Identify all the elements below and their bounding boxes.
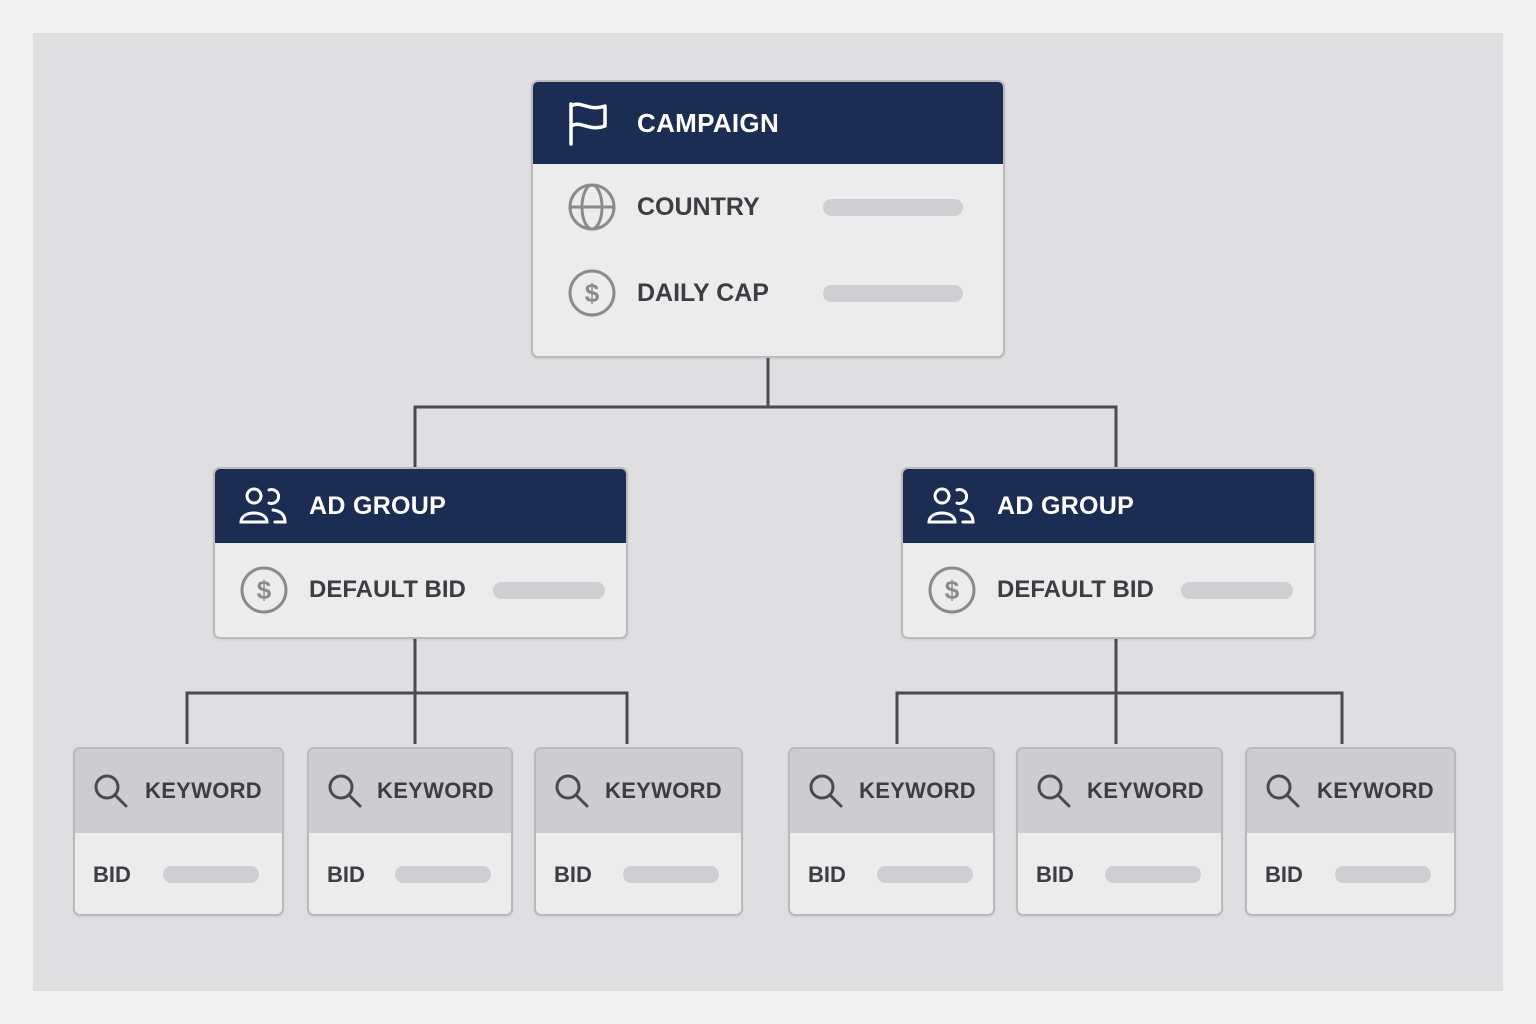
ad-group-card[interactable]: AD GROUP $ DEFAULT BID	[901, 467, 1316, 639]
campaign-header: CAMPAIGN	[533, 82, 1003, 164]
keyword-title: KEYWORD	[1317, 778, 1434, 803]
ad-group-header: AD GROUP	[215, 469, 626, 543]
keyword-field-bid: BID	[309, 833, 511, 914]
users-icon	[239, 486, 287, 526]
keyword-card[interactable]: KEYWORD BID	[534, 747, 743, 916]
bid-value-placeholder	[877, 866, 973, 883]
users-icon	[927, 486, 975, 526]
default-bid-label: DEFAULT BID	[309, 576, 466, 603]
bid-label: BID	[808, 861, 846, 887]
ad-group-field-default-bid: $ DEFAULT BID	[215, 543, 626, 637]
connector-campaign-branch	[413, 405, 1118, 468]
connector-adgroup2-branch	[895, 691, 1344, 744]
keyword-field-bid: BID	[1247, 833, 1454, 914]
keyword-card[interactable]: KEYWORD BID	[788, 747, 995, 916]
svg-text:$: $	[257, 575, 272, 605]
keyword-field-bid: BID	[75, 833, 282, 914]
keyword-header: KEYWORD	[790, 749, 993, 833]
bid-label: BID	[554, 861, 592, 887]
bid-label: BID	[327, 861, 365, 887]
keyword-title: KEYWORD	[1087, 778, 1204, 803]
default-bid-label: DEFAULT BID	[997, 576, 1154, 603]
keyword-header: KEYWORD	[536, 749, 741, 833]
daily-cap-label: DAILY CAP	[637, 278, 769, 307]
search-icon	[1265, 773, 1301, 809]
default-bid-value-placeholder	[493, 581, 605, 599]
keyword-header: KEYWORD	[1247, 749, 1454, 833]
bid-label: BID	[93, 861, 131, 887]
keyword-field-bid: BID	[1018, 833, 1221, 914]
keyword-field-bid: BID	[790, 833, 993, 914]
search-icon	[327, 773, 363, 809]
bid-value-placeholder	[1335, 866, 1431, 883]
ad-group-title: AD GROUP	[997, 491, 1135, 520]
search-icon	[554, 773, 590, 809]
keyword-card[interactable]: KEYWORD BID	[307, 747, 513, 916]
bid-value-placeholder	[623, 866, 719, 883]
svg-text:$: $	[945, 575, 960, 605]
search-icon	[93, 773, 129, 809]
daily-cap-value-placeholder	[823, 284, 963, 302]
ad-group-field-default-bid: $ DEFAULT BID	[903, 543, 1314, 637]
keyword-title: KEYWORD	[859, 778, 976, 803]
keyword-header: KEYWORD	[75, 749, 282, 833]
dollar-icon: $	[567, 268, 617, 318]
svg-text:$: $	[585, 278, 600, 308]
keyword-title: KEYWORD	[605, 778, 722, 803]
campaign-field-daily-cap: $ DAILY CAP	[533, 250, 1003, 336]
bid-label: BID	[1036, 861, 1074, 887]
campaign-field-country: COUNTRY	[533, 164, 1003, 250]
search-icon	[808, 773, 844, 809]
connector-adgroup1-branch	[185, 691, 629, 744]
keyword-card[interactable]: KEYWORD BID	[1016, 747, 1223, 916]
dollar-icon: $	[927, 565, 977, 615]
dollar-icon: $	[239, 565, 289, 615]
bid-value-placeholder	[1105, 866, 1201, 883]
keyword-card[interactable]: KEYWORD BID	[1245, 747, 1456, 916]
bid-value-placeholder	[395, 866, 491, 883]
keyword-header: KEYWORD	[309, 749, 511, 833]
keyword-header: KEYWORD	[1018, 749, 1221, 833]
globe-icon	[567, 182, 617, 232]
search-icon	[1036, 773, 1072, 809]
bid-value-placeholder	[163, 866, 259, 883]
keyword-card[interactable]: KEYWORD BID	[73, 747, 284, 916]
country-label: COUNTRY	[637, 192, 760, 221]
flag-icon	[567, 100, 609, 146]
campaign-card[interactable]: CAMPAIGN COUNTRY $ DAILY CAP	[531, 80, 1005, 358]
bid-label: BID	[1265, 861, 1303, 887]
ad-group-header: AD GROUP	[903, 469, 1314, 543]
ad-group-card[interactable]: AD GROUP $ DEFAULT BID	[213, 467, 628, 639]
default-bid-value-placeholder	[1181, 581, 1293, 599]
ad-group-title: AD GROUP	[309, 491, 447, 520]
keyword-title: KEYWORD	[145, 778, 262, 803]
keyword-field-bid: BID	[536, 833, 741, 914]
country-value-placeholder	[823, 198, 963, 216]
keyword-title: KEYWORD	[377, 778, 494, 803]
campaign-title: CAMPAIGN	[637, 107, 780, 138]
